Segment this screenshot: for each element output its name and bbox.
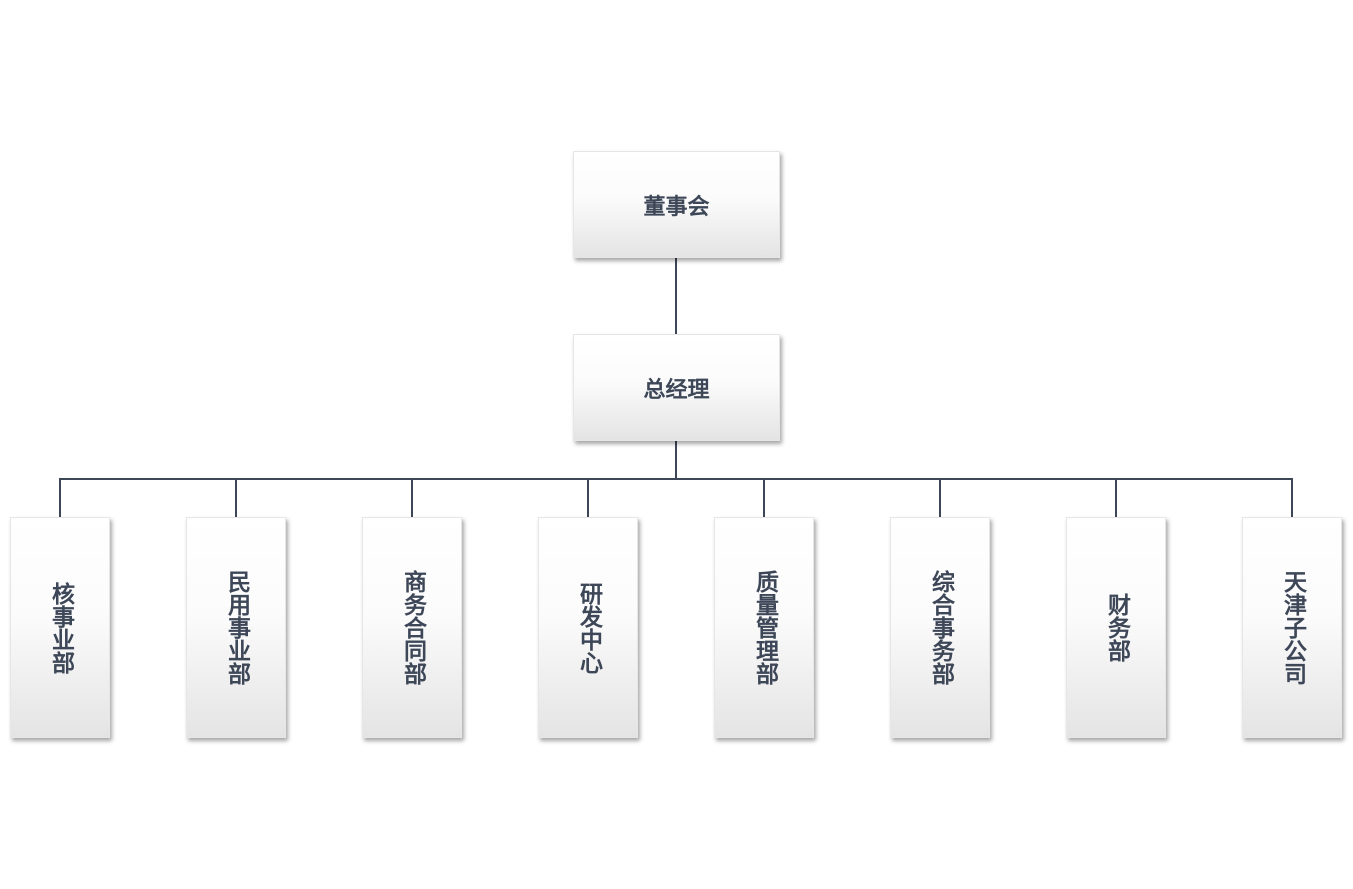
department-box-tianjin-subsidiary: 天津子公司 — [1242, 517, 1342, 738]
department-label: 天津子公司 — [1279, 570, 1306, 685]
board-of-directors-label: 董事会 — [643, 194, 710, 220]
department-box-civil: 民用事业部 — [186, 517, 286, 738]
department-label: 商务合同部 — [399, 570, 426, 685]
department-box-finance: 财务部 — [1066, 517, 1166, 738]
department-label: 综合事务部 — [927, 570, 954, 685]
department-box-nuclear: 核事业部 — [10, 517, 110, 738]
general-manager-label: 总经理 — [643, 377, 710, 403]
department-label: 研发中心 — [575, 581, 602, 674]
department-label: 民用事业部 — [223, 570, 250, 685]
board-of-directors-box: 董事会 — [573, 151, 780, 258]
department-label: 质量管理部 — [751, 570, 778, 685]
department-box-quality: 质量管理部 — [714, 517, 814, 738]
department-box-contracts: 商务合同部 — [362, 517, 462, 738]
general-manager-box: 总经理 — [573, 334, 780, 441]
department-label: 核事业部 — [47, 581, 74, 674]
department-box-rnd: 研发中心 — [538, 517, 638, 738]
department-box-general-affairs: 综合事务部 — [890, 517, 990, 738]
department-label: 财务部 — [1103, 593, 1130, 662]
